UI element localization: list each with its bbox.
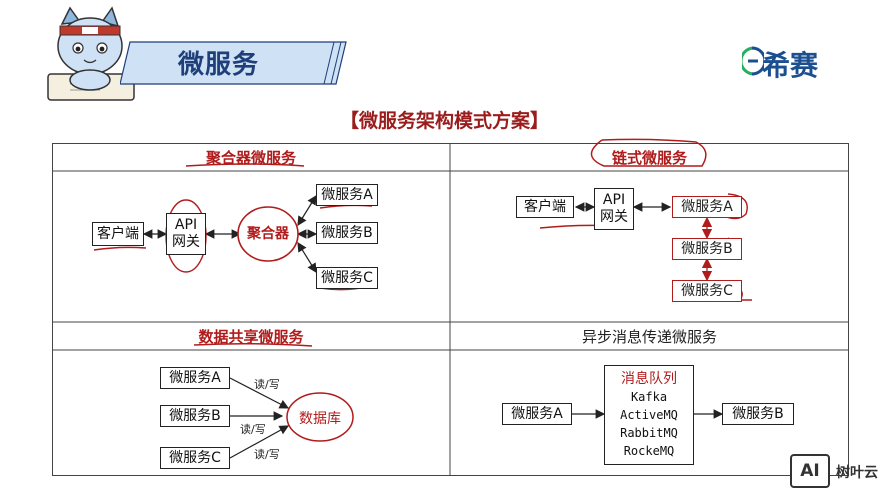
chain-api-line2: 网关	[600, 209, 628, 225]
chain-api-gateway-box: API 网关	[594, 188, 634, 230]
async-service-b-box: 微服务B	[722, 403, 794, 425]
agg-api-line2: 网关	[172, 234, 200, 250]
shared-data-title: 数据共享微服务	[198, 328, 304, 346]
async-service-a-box: 微服务A	[502, 403, 572, 425]
chain-service-c-box: 微服务C	[672, 280, 742, 302]
watermark-badge-text: AI	[800, 461, 820, 481]
database-node: 数据库	[299, 411, 341, 427]
rw-label-2: 读/写	[240, 423, 266, 436]
agg-client-box: 客户端	[92, 222, 144, 246]
chain-service-b-box: 微服务B	[672, 238, 742, 260]
watermark-text: 树叶云	[836, 465, 878, 481]
agg-api-line1: API	[174, 217, 198, 233]
agg-service-c-box: 微服务C	[316, 267, 378, 289]
rw-label-1: 读/写	[254, 378, 280, 391]
chain-title: 链式微服务	[611, 149, 687, 167]
chain-service-a-box: 微服务A	[672, 196, 742, 218]
agg-api-gateway-box: API 网关	[166, 213, 206, 255]
chain-api-line1: API	[602, 192, 626, 208]
agg-service-a-box: 微服务A	[316, 184, 378, 206]
message-queue-box: 消息队列 Kafka ActiveMQ RabbitMQ RockeMQ	[604, 365, 694, 465]
queue-item-rockemq: RockeMQ	[623, 444, 675, 458]
queue-item-activemq: ActiveMQ	[620, 408, 678, 422]
brand-name: 希赛	[762, 49, 819, 82]
queue-item-rabbitmq: RabbitMQ	[620, 426, 678, 440]
shared-service-b-box: 微服务B	[160, 405, 230, 427]
queue-title: 消息队列	[621, 371, 677, 387]
title-banner	[120, 41, 347, 85]
mascot-cat-illustration	[47, 6, 135, 101]
shared-service-a-box: 微服务A	[160, 367, 230, 389]
async-title: 异步消息传递微服务	[581, 328, 717, 346]
aggregator-node: 聚合器	[247, 225, 289, 242]
brand-logo-icon	[742, 46, 764, 76]
page-title: 微服务	[178, 50, 260, 80]
watermark-badge: AI	[790, 454, 830, 488]
chain-client-box: 客户端	[516, 196, 574, 218]
rw-label-3: 读/写	[254, 448, 280, 461]
agg-service-b-box: 微服务B	[316, 222, 378, 244]
main-heading: 【微服务架构模式方案】	[339, 110, 549, 132]
aggregator-title: 聚合器微服务	[205, 149, 296, 167]
queue-item-kafka: Kafka	[630, 390, 668, 404]
shared-service-c-box: 微服务C	[160, 447, 230, 469]
